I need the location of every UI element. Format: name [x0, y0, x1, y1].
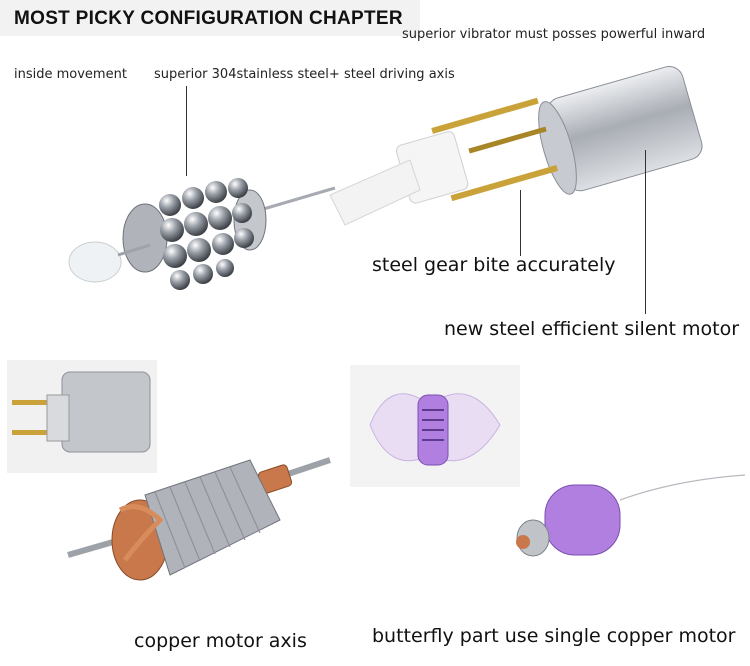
purple-butterfly-icon: [350, 365, 520, 487]
caption-butterfly-motor: butterfly part use single copper motor: [372, 625, 736, 647]
caption-steel-gear: steel gear bite accurately: [372, 254, 616, 276]
cone-icon: [329, 159, 421, 226]
leader-line-motor: [645, 150, 646, 314]
clear-tip-icon: [68, 241, 122, 283]
copper-armature-icon: [67, 457, 331, 581]
caption-inside-movement: inside movement: [14, 67, 127, 82]
steel-bead-cage-icon: [122, 178, 267, 290]
leader-line-gear: [520, 190, 521, 256]
caption-silent-motor: new steel efficient silent motor: [444, 318, 740, 340]
brass-gear-icon: [395, 97, 558, 204]
leader-line-cage: [186, 86, 187, 176]
page-title: MOST PICKY CONFIGURATION CHAPTER: [14, 8, 403, 29]
inner-movement-image: [68, 66, 703, 290]
dc-motor-icon: [538, 66, 703, 195]
caption-stainless-steel: superior 304stainless steel+ steel drivi…: [154, 67, 455, 82]
title-bar: [0, 0, 420, 36]
small-motor-image: [7, 360, 157, 473]
purple-bullet-motor-icon: [516, 474, 746, 557]
caption-inward-force: superior vibrator must posses powerful i…: [402, 27, 706, 42]
caption-copper-axis: copper motor axis: [134, 630, 307, 652]
